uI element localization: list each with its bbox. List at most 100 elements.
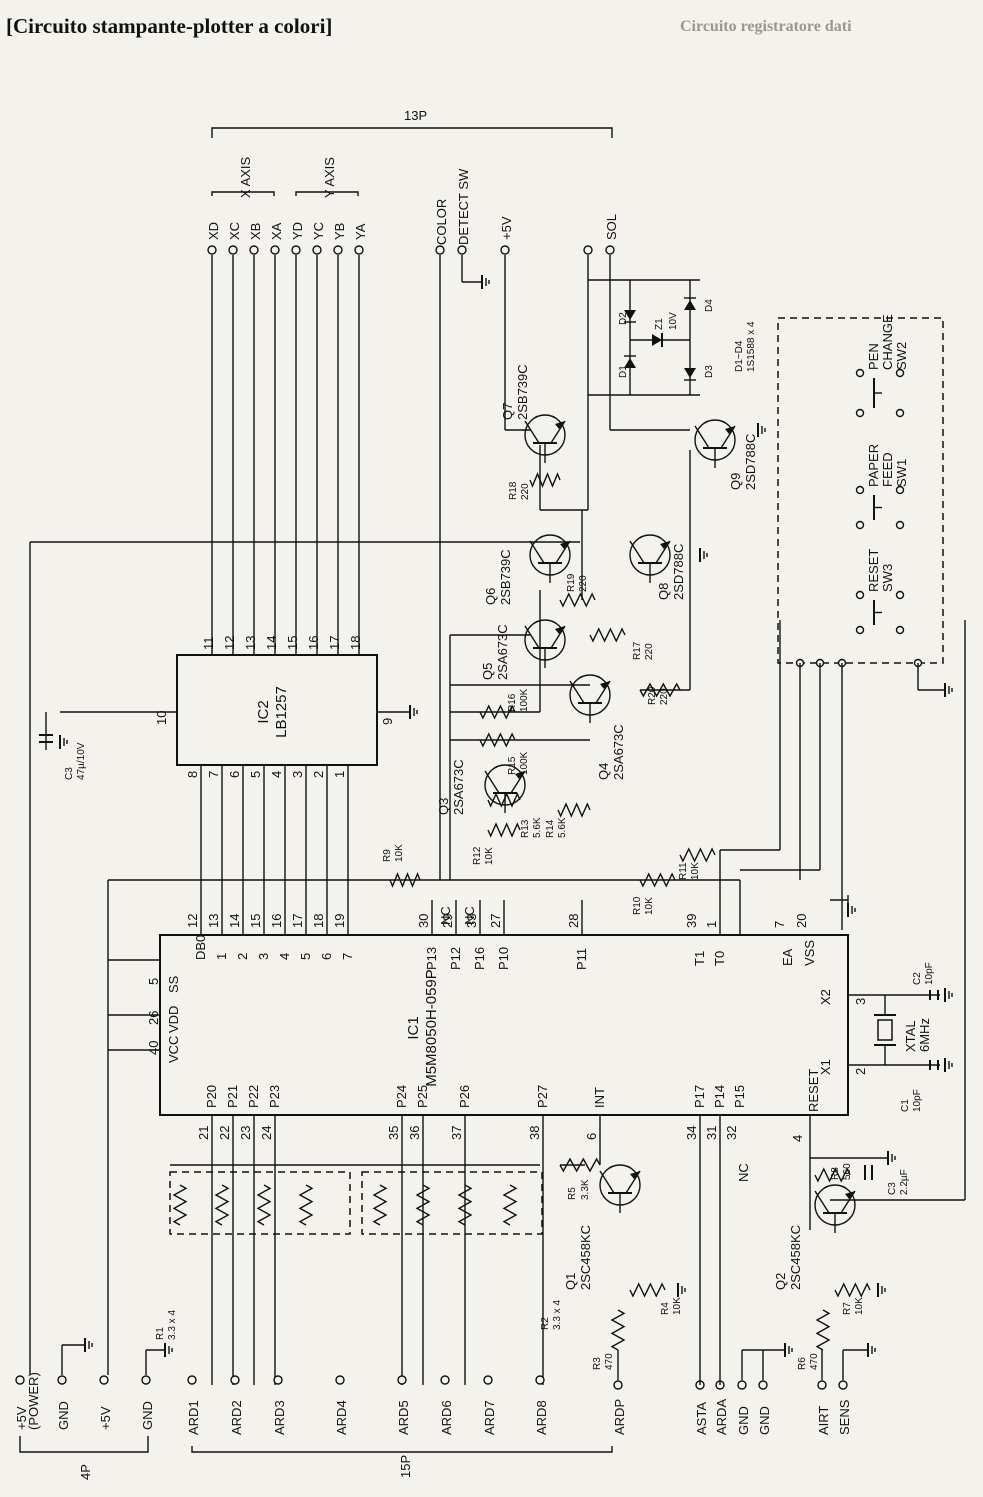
- r4-resistor: [629, 1282, 666, 1298]
- axis-terminal-ya[interactable]: [354, 245, 364, 255]
- power-label-2: +5V: [98, 1406, 113, 1430]
- ic1-part: M5M8050H-059P: [423, 969, 440, 1087]
- axis-pin-label-xa: XA: [269, 222, 284, 240]
- right-terminal-ardp-0[interactable]: [613, 1380, 623, 1390]
- r5-ref: R5: [567, 1187, 578, 1200]
- right-terminal-gnd-3[interactable]: [737, 1380, 747, 1390]
- power-terminal-1[interactable]: [57, 1375, 67, 1385]
- axis-terminal-xa[interactable]: [270, 245, 280, 255]
- r2-element-1: [372, 1184, 388, 1226]
- ic1-pin-label-p24: P24: [394, 1085, 409, 1108]
- right-terminal-airt-5[interactable]: [817, 1380, 827, 1390]
- ic1-pin-3: 3: [853, 998, 868, 1005]
- ard-terminal-5[interactable]: [397, 1375, 407, 1385]
- switch-sw1[interactable]: [855, 485, 905, 530]
- z1-zener: [652, 334, 662, 346]
- ic1-pin-label-p12: P12: [448, 947, 463, 970]
- transistor-part-q4: 2SA673C: [611, 724, 626, 780]
- switch-sw2[interactable]: [855, 368, 905, 418]
- ic2-pin-7: 7: [206, 771, 221, 778]
- ic1-pin-27: 27: [488, 914, 503, 928]
- d4-label: D4: [704, 299, 715, 312]
- c2-ref: C2: [912, 972, 923, 985]
- transistor-q3: [484, 764, 526, 813]
- sol-terminal-2[interactable]: [605, 245, 615, 255]
- d2-label: D2: [618, 312, 629, 325]
- ic1-pin-7: 7: [772, 921, 787, 928]
- ic2-pin-9: 9: [380, 718, 395, 725]
- detect-sw-terminal[interactable]: [457, 245, 467, 255]
- ic2-pin-5: 5: [248, 771, 263, 778]
- r10-ref: R10: [632, 896, 643, 915]
- ic1-pin-label-p16: P16: [472, 947, 487, 970]
- transistor-q7: [524, 414, 566, 463]
- r17-value: 220: [644, 643, 655, 660]
- d3-diode: [684, 368, 696, 378]
- ard-label-6: ARD6: [439, 1400, 454, 1435]
- plus5v-top-label: +5V: [499, 216, 514, 240]
- ard-terminal-1[interactable]: [187, 1375, 197, 1385]
- ic2-name: IC2: [255, 700, 272, 723]
- r2-value: 3.3 x 4: [552, 1300, 563, 1330]
- axis-terminal-xc[interactable]: [228, 245, 238, 255]
- ard-terminal-2[interactable]: [230, 1375, 240, 1385]
- axis-terminal-yc[interactable]: [312, 245, 322, 255]
- r18-value: 220: [520, 483, 531, 500]
- axis-pin-label-xd: XD: [206, 222, 221, 240]
- right-label-arda-2: ARDA: [714, 1399, 729, 1435]
- axis-pin-label-xc: XC: [227, 222, 242, 240]
- right-terminal-gnd-4[interactable]: [758, 1380, 768, 1390]
- ic2-pin-17: 17: [327, 636, 342, 650]
- ard-terminal-8[interactable]: [535, 1375, 545, 1385]
- power-terminal-3[interactable]: [141, 1375, 151, 1385]
- axis-pin-label-yc: YC: [311, 222, 326, 240]
- ic1-pin-label-p25: P25: [415, 1085, 430, 1108]
- ard-terminal-3[interactable]: [273, 1375, 283, 1385]
- r18-ref: R18: [508, 481, 519, 500]
- plus5v-top-terminal[interactable]: [500, 245, 510, 255]
- r6-ref: R6: [797, 1357, 808, 1370]
- ground-symbol-3: [867, 1343, 876, 1357]
- r2-array-box: [361, 1171, 543, 1235]
- color-terminal[interactable]: [435, 245, 445, 255]
- ic1-pin-label-p17: P17: [692, 1085, 707, 1108]
- axis-terminal-yd[interactable]: [291, 245, 301, 255]
- power-terminal-2[interactable]: [99, 1375, 109, 1385]
- ic1-pin-16: 16: [269, 914, 284, 928]
- transistor-ref-q1: Q1: [563, 1273, 578, 1290]
- axis-terminal-xd[interactable]: [207, 245, 217, 255]
- right-label-asta-1: ASTA: [694, 1402, 709, 1435]
- ard-terminal-6[interactable]: [440, 1375, 450, 1385]
- ground-symbol-9: [757, 423, 766, 437]
- r19-resistor: [559, 592, 596, 608]
- nc-label-3: NC: [736, 1163, 751, 1182]
- color-label: COLOR: [434, 199, 449, 245]
- ard-terminal-4[interactable]: [335, 1375, 345, 1385]
- r12-resistor: [487, 822, 521, 838]
- ard-label-5: ARD5: [396, 1400, 411, 1435]
- r3-ref: R3: [592, 1357, 603, 1370]
- axis-terminal-xb[interactable]: [249, 245, 259, 255]
- xtal-value: 6MHz: [917, 1018, 932, 1052]
- transistor-part-q8: 2SD788C: [671, 544, 686, 600]
- transistor-ref-q5: Q5: [480, 663, 495, 680]
- page-title: [Circuito stampante-plotter a colori]: [6, 14, 333, 38]
- ic1-pin-label-int: INT: [592, 1087, 607, 1108]
- ic2-pin-3: 3: [290, 771, 305, 778]
- power-terminal-0[interactable]: [15, 1375, 25, 1385]
- z1-label: Z1: [654, 318, 665, 330]
- ic1-pin-15: 15: [248, 914, 263, 928]
- r12-value: 10K: [484, 847, 495, 865]
- axis-terminal-yb[interactable]: [333, 245, 343, 255]
- ic1-pin-22: 22: [217, 1126, 232, 1140]
- crystal: [877, 1019, 893, 1041]
- power-label-power: (POWER): [26, 1372, 41, 1430]
- r14-resistor: [557, 802, 591, 818]
- right-terminal-sens-6[interactable]: [838, 1380, 848, 1390]
- ard-terminal-7[interactable]: [483, 1375, 493, 1385]
- sol-terminal-1[interactable]: [583, 245, 593, 255]
- switch-sw3[interactable]: [855, 590, 905, 635]
- r19-value: 220: [578, 575, 589, 592]
- ard-label-3: ARD3: [272, 1400, 287, 1435]
